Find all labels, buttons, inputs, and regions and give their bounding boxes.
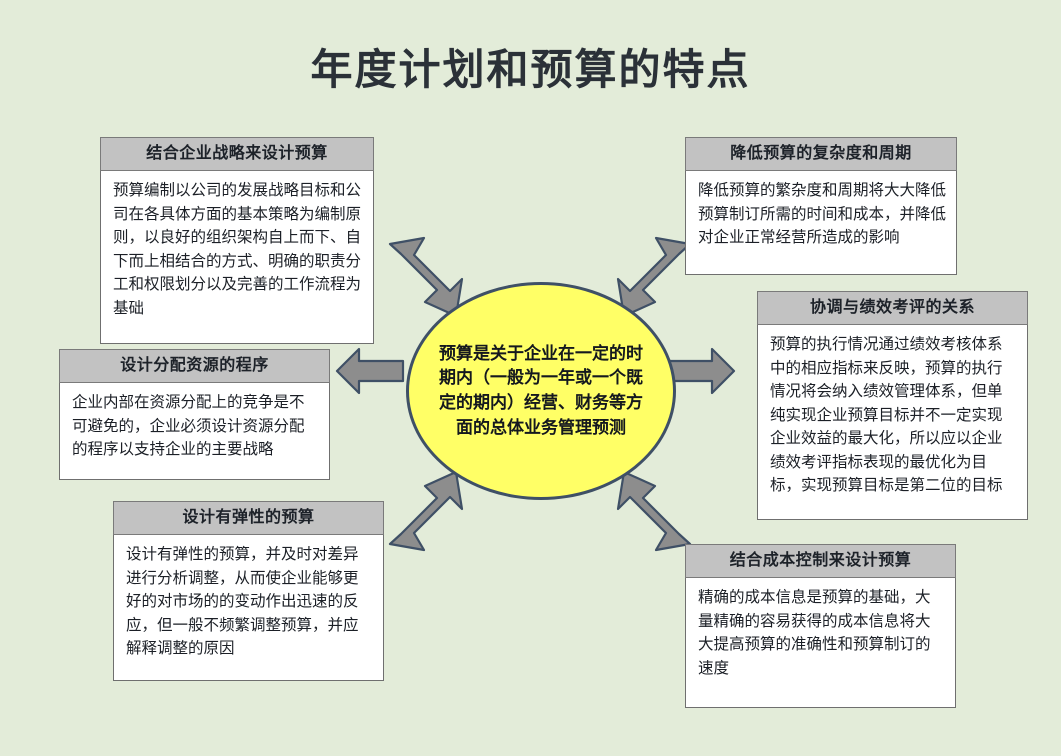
callout-body-combine-strategy: 预算编制以公司的发展战略目标和公司在各具体方面的基本策略为编制原则，以良好的组织… xyxy=(100,171,374,344)
callout-body-allocate-resources: 企业内部在资源分配上的竞争是不可避免的，企业必须设计资源分配的程序以支持企业的主… xyxy=(59,383,330,480)
callout-header-performance-relation: 协调与绩效考评的关系 xyxy=(757,291,1028,325)
center-ellipse: 预算是关于企业在一定的时期内（一般为一年或一个既定的期内）经营、财务等方面的总体… xyxy=(406,282,676,500)
arrow-up-left-icon xyxy=(386,234,472,320)
callout-box-flexible-budget: 设计有弹性的预算 设计有弹性的预算，并及时对差异进行分析调整，从而使企业能够更好… xyxy=(113,501,384,681)
arrow-down-left-icon xyxy=(386,468,472,554)
center-ellipse-text: 预算是关于企业在一定的时期内（一般为一年或一个既定的期内）经营、财务等方面的总体… xyxy=(439,343,643,437)
callout-box-combine-strategy: 结合企业战略来设计预算 预算编制以公司的发展战略目标和公司在各具体方面的基本策略… xyxy=(100,137,374,344)
callout-body-cost-control: 精确的成本信息是预算的基础，大量精确的容易获得的成本信息将大大提高预算的准确性和… xyxy=(685,578,956,708)
arrow-up-right-icon xyxy=(608,234,694,320)
callout-header-cost-control: 结合成本控制来设计预算 xyxy=(685,544,956,578)
callout-header-reduce-complexity: 降低预算的复杂度和周期 xyxy=(685,137,957,171)
callout-header-flexible-budget: 设计有弹性的预算 xyxy=(113,501,384,535)
callout-body-flexible-budget: 设计有弹性的预算，并及时对差异进行分析调整，从而使企业能够更好的对市场的的变动作… xyxy=(113,535,384,681)
arrow-down-right-icon xyxy=(608,468,694,554)
callout-body-reduce-complexity: 降低预算的繁杂度和周期将大大降低预算制订所需的时间和成本，并降低对企业正常经营所… xyxy=(685,171,957,275)
callout-header-combine-strategy: 结合企业战略来设计预算 xyxy=(100,137,374,171)
callout-body-performance-relation: 预算的执行情况通过绩效考核体系中的相应指标来反映，预算的执行情况将会纳入绩效管理… xyxy=(757,325,1028,520)
arrow-left-icon xyxy=(333,343,407,399)
callout-box-reduce-complexity: 降低预算的复杂度和周期 降低预算的繁杂度和周期将大大降低预算制订所需的时间和成本… xyxy=(685,137,957,275)
callout-header-allocate-resources: 设计分配资源的程序 xyxy=(59,349,330,383)
callout-box-performance-relation: 协调与绩效考评的关系 预算的执行情况通过绩效考核体系中的相应指标来反映，预算的执… xyxy=(757,291,1028,520)
callout-box-allocate-resources: 设计分配资源的程序 企业内部在资源分配上的竞争是不可避免的，企业必须设计资源分配… xyxy=(59,349,330,480)
page-title: 年度计划和预算的特点 xyxy=(310,46,751,93)
callout-box-cost-control: 结合成本控制来设计预算 精确的成本信息是预算的基础，大量精确的容易获得的成本信息… xyxy=(685,544,956,708)
